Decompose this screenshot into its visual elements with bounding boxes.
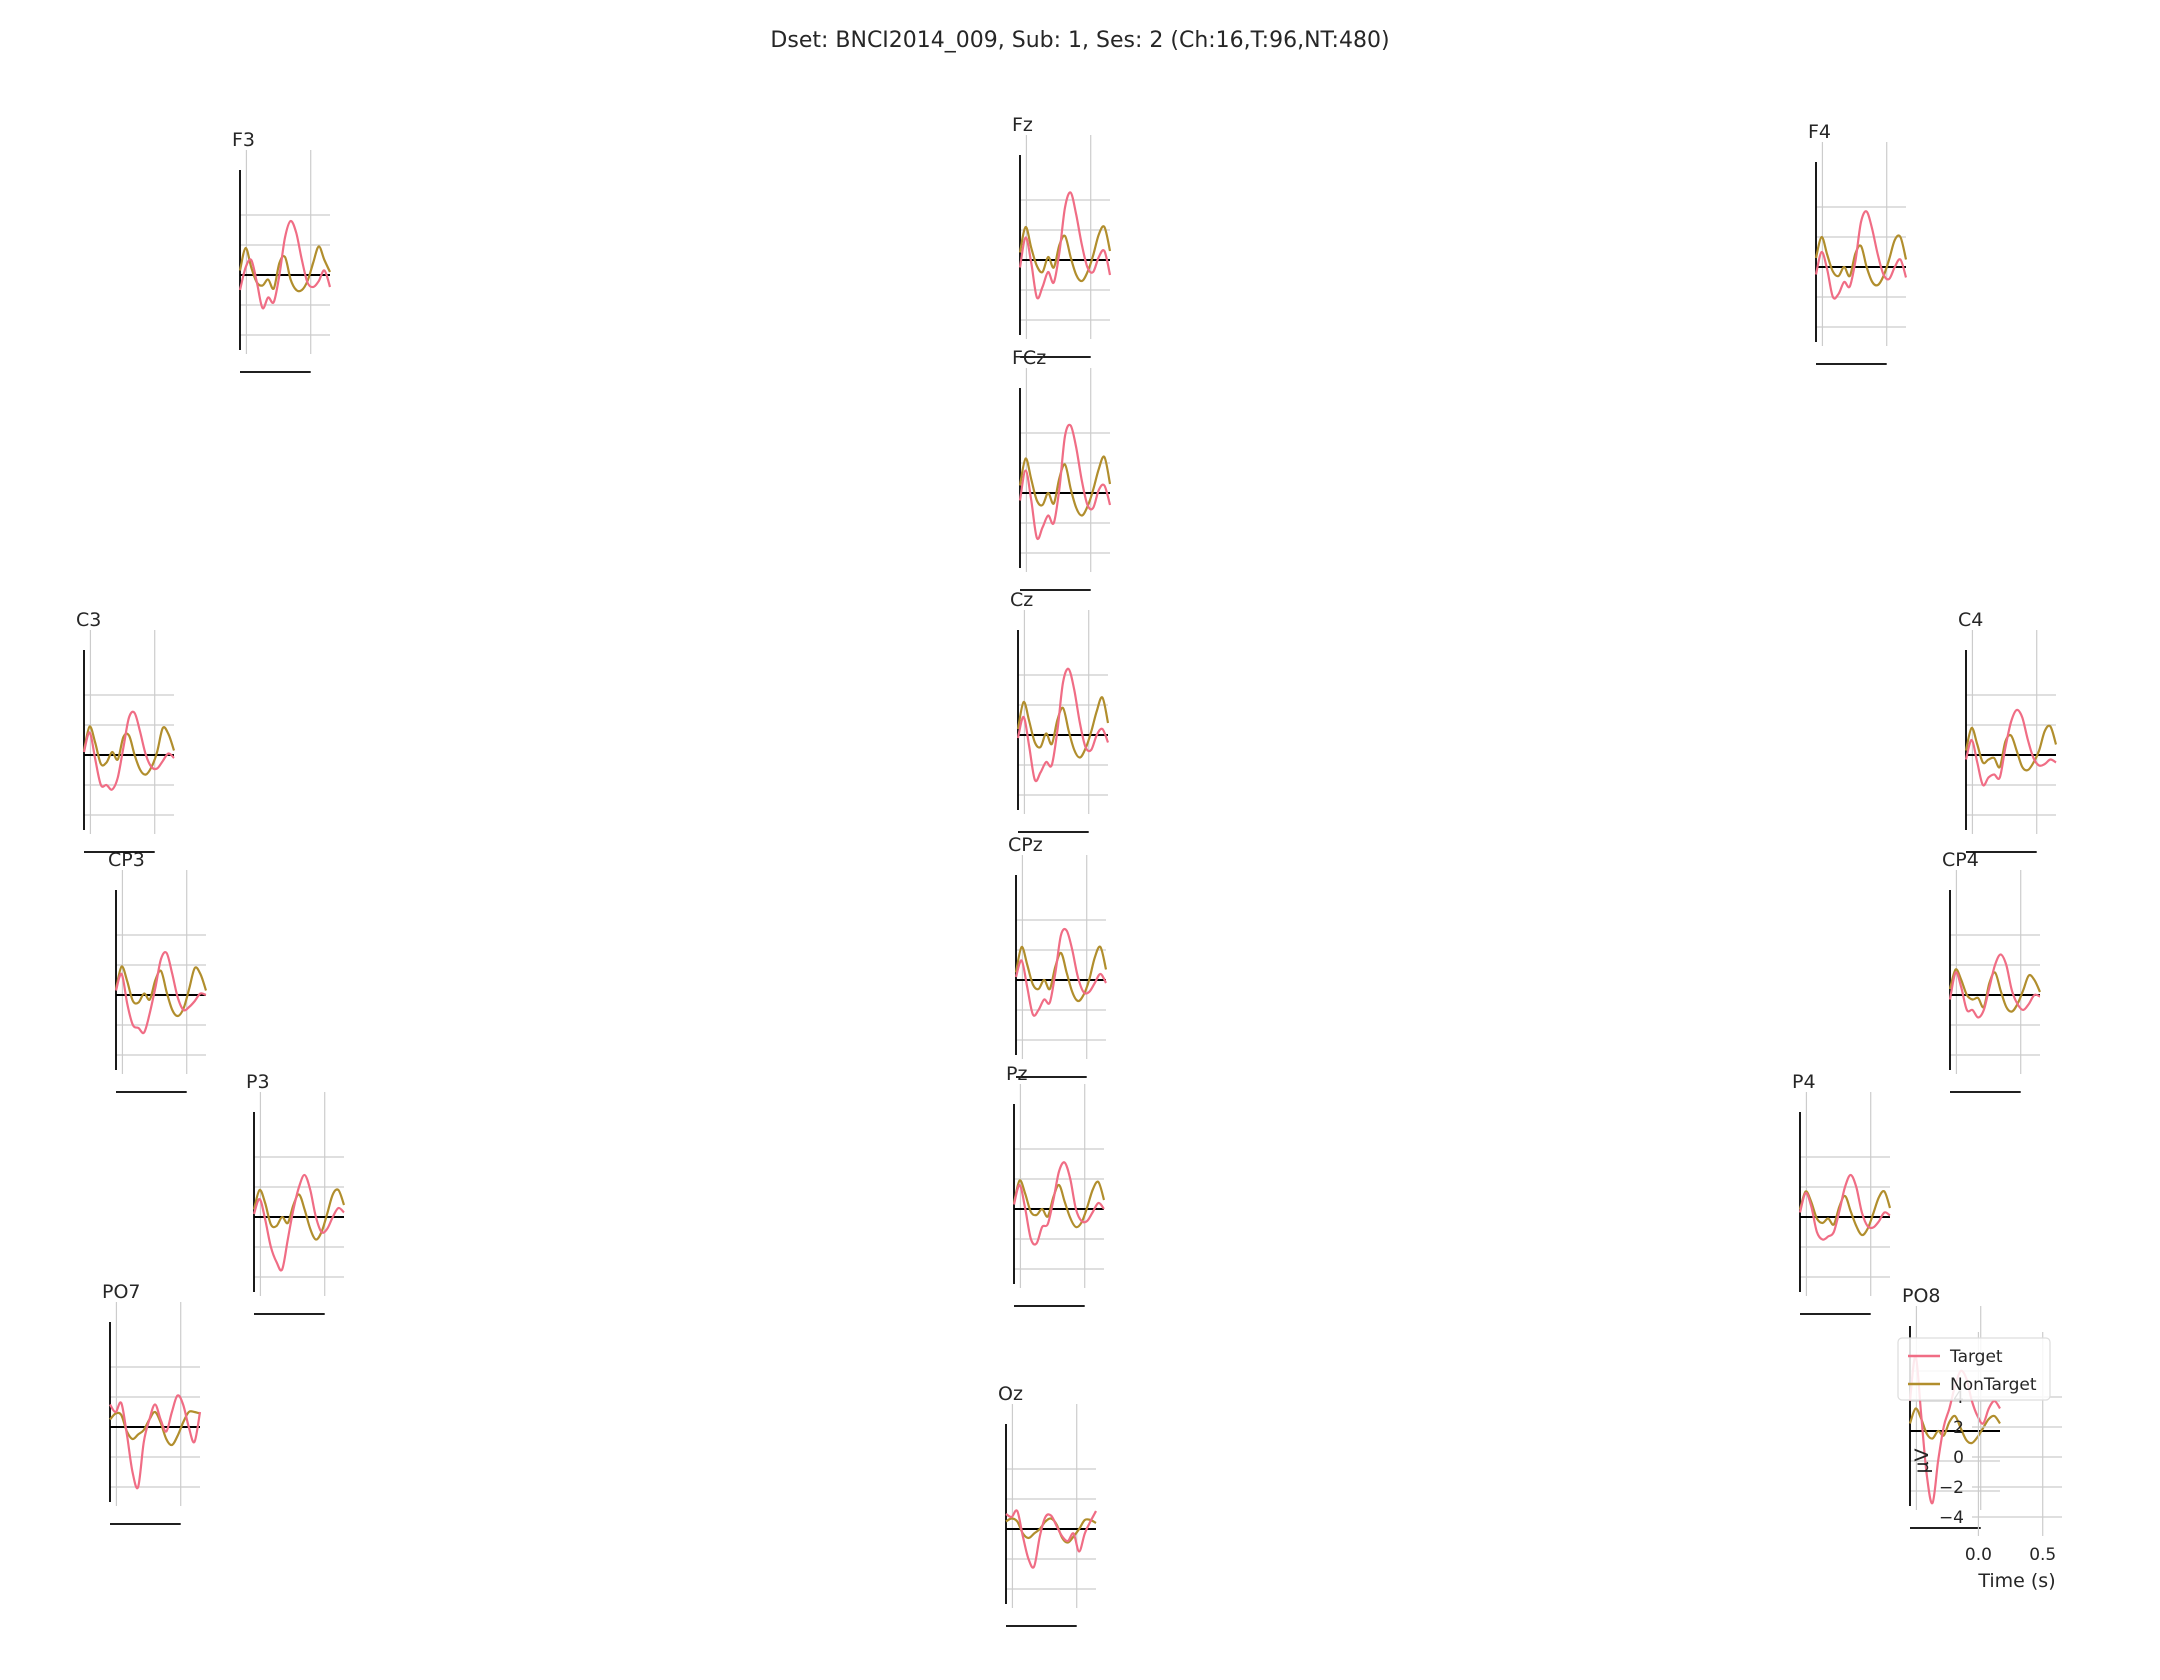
series-nontarget-line	[1964, 724, 2058, 772]
channel-label: PO7	[102, 1281, 141, 1303]
channel-plot-pz: Pz	[1006, 1063, 1106, 1307]
series-target-line	[1018, 423, 1112, 541]
series-target-line	[252, 1173, 345, 1272]
channel-label: Pz	[1006, 1063, 1027, 1085]
series-target-line	[82, 710, 175, 791]
channel-plot-cp4: CP4	[1942, 849, 2042, 1093]
series-nontarget-line	[1908, 1407, 2001, 1445]
channel-label: P3	[246, 1071, 270, 1093]
series-target-line	[109, 1394, 202, 1490]
channel-label: CP4	[1942, 849, 1979, 871]
series-target-line	[114, 951, 207, 1035]
series-target-line	[1798, 1173, 1891, 1241]
y-tick-label: 2	[1953, 1418, 1964, 1438]
series-nontarget-line	[1814, 234, 1908, 287]
series-target-line	[1014, 927, 1107, 1017]
series-nontarget-line	[1012, 1179, 1106, 1229]
channel-label: Fz	[1012, 114, 1033, 136]
channel-plot-c4: C4	[1958, 609, 2058, 853]
series-nontarget-line	[1798, 1190, 1892, 1237]
channel-label: F4	[1808, 121, 1831, 143]
series-nontarget-line	[82, 725, 176, 776]
channel-plot-cpz: CPz	[1008, 834, 1108, 1078]
channel-plot-p4: P4	[1792, 1071, 1892, 1315]
channel-plot-cz: Cz	[1010, 589, 1110, 833]
channel-plot-p3: P3	[246, 1071, 346, 1315]
x-tick-label: 0.0	[1965, 1545, 1992, 1565]
series-target-line	[238, 219, 332, 310]
legend-entry: Target	[1949, 1347, 2003, 1367]
channel-plot-fcz: FCz	[1012, 347, 1112, 591]
series-target-line	[1814, 210, 1908, 300]
y-tick-label: −4	[1939, 1508, 1964, 1528]
series-target-line	[1012, 1161, 1105, 1246]
channel-plot-po7: PO7	[102, 1281, 202, 1525]
channel-plot-cp3: CP3	[108, 849, 208, 1093]
channel-plot-fz: Fz	[1012, 114, 1112, 358]
channel-plot-f3: F3	[232, 129, 332, 373]
y-tick-label: 0	[1953, 1448, 1964, 1468]
channel-label: C3	[76, 609, 101, 631]
x-axis-label: Time (s)	[1977, 1570, 2055, 1592]
series-target-line	[1005, 1509, 1097, 1569]
channel-label: F3	[232, 129, 255, 151]
channel-plot-c3: C3	[76, 609, 176, 853]
x-tick-label: 0.5	[2029, 1545, 2056, 1565]
series-nontarget-line	[1018, 455, 1112, 517]
series-target-line	[1016, 667, 1110, 783]
channel-label: FCz	[1012, 347, 1046, 369]
series-nontarget-line	[252, 1188, 346, 1241]
figure-title: Dset: BNCI2014_009, Sub: 1, Ses: 2 (Ch:1…	[770, 28, 1390, 53]
channel-label: CPz	[1008, 834, 1043, 856]
legend-entry: NonTarget	[1950, 1375, 2037, 1395]
series-target-line	[1948, 953, 2041, 1019]
series-nontarget-line	[1016, 696, 1110, 759]
channel-label: Oz	[998, 1383, 1023, 1405]
series-target-line	[1018, 191, 1112, 300]
channel-plot-po8: PO8	[1902, 1285, 2001, 1529]
channel-label: CP3	[108, 849, 145, 871]
channel-plot-oz: Oz	[998, 1383, 1097, 1627]
channel-label: C4	[1958, 609, 1983, 631]
series-nontarget-line	[1948, 968, 2042, 1013]
series-nontarget-line	[1018, 225, 1112, 283]
channel-label: PO8	[1902, 1285, 1941, 1307]
series-target-line	[1964, 708, 2057, 787]
channel-plot-f4: F4	[1808, 121, 1908, 365]
series-nontarget-line	[1014, 945, 1108, 1003]
channel-label: P4	[1792, 1071, 1816, 1093]
y-tick-label: −2	[1939, 1478, 1964, 1498]
y-axis-label: µV	[1911, 1448, 1933, 1473]
series-nontarget-line	[114, 965, 208, 1018]
channel-label: Cz	[1010, 589, 1033, 611]
